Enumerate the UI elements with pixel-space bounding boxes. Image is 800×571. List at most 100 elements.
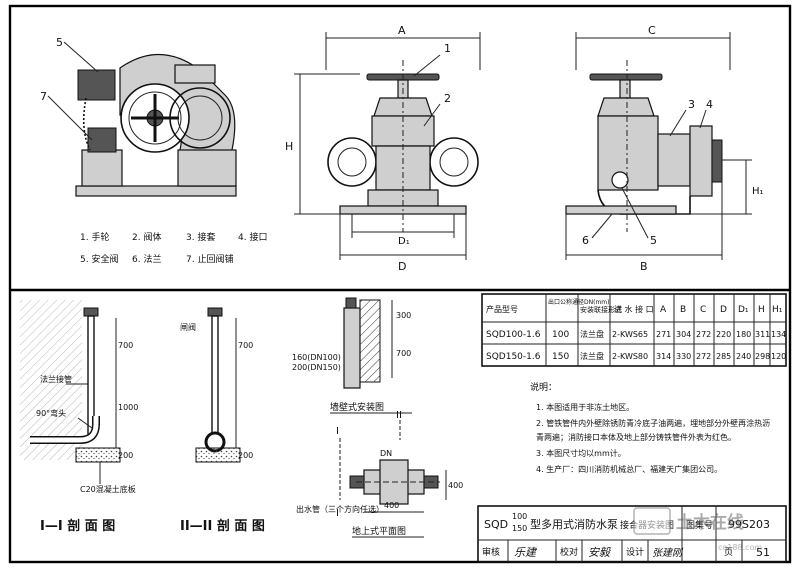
r2-install: 法兰盘	[580, 351, 604, 361]
watermark-url: co188.com	[718, 543, 762, 552]
r2-dn: 150	[552, 352, 569, 362]
title-prefix: SQD	[484, 518, 508, 531]
section-1-1: 700 1000 200 法兰接管 90°弯头 C20混凝土底板 I—I 剖 面…	[20, 300, 138, 534]
watermark: 土木在线 co188.com	[633, 507, 762, 552]
concrete-label: C20混凝土底板	[80, 484, 136, 494]
dim-400-b: 400	[384, 501, 399, 510]
dim-A: A	[398, 24, 406, 37]
th-model: 产品型号	[486, 304, 518, 314]
design-label: 设计	[626, 546, 644, 558]
r1-model: SQD100-1.6	[486, 330, 541, 340]
callout-5-left: 5	[56, 36, 63, 49]
legend-item-2: 2. 阀体	[132, 231, 161, 243]
note-2b: 青两遍；消防接口本体及地上部分铸铁管件外表为红色。	[536, 432, 736, 442]
callout-4: 4	[706, 98, 713, 111]
dim-1000: 1000	[118, 403, 138, 412]
review-label: 审核	[482, 546, 500, 558]
perspective-view	[75, 53, 237, 197]
r1-inlet: 2-KWS65	[612, 330, 648, 339]
th-H: H	[758, 305, 765, 315]
plan-view: I II I DN 400 400 出水管（三个方向任选） 地上式平面图	[296, 410, 463, 538]
r1-dn: 100	[552, 330, 569, 340]
note-4: 4. 生产厂：四川消防机械总厂、福建天广集团公司。	[536, 464, 722, 474]
dim-700-c: 700	[396, 349, 411, 358]
section-2-2: 700 200 闸阀 II—II 剖 面 图	[180, 307, 265, 534]
notes-title: 说明：	[530, 381, 557, 393]
front-view: A H D₁ D 1 2	[285, 24, 481, 273]
dim-C: C	[648, 24, 656, 37]
note-3: 3. 本图尺寸均以mm计。	[536, 448, 626, 458]
callout-3: 3	[688, 98, 695, 111]
elbow-label: 90°弯头	[36, 408, 66, 418]
callout-1: 1	[444, 42, 451, 55]
legend-item-6: 6. 法兰	[132, 253, 161, 265]
th-B: B	[680, 305, 686, 315]
r1-B: 304	[676, 330, 691, 339]
valve-label: 闸阀	[180, 323, 196, 332]
dn150-label: 200(DN150)	[292, 363, 341, 372]
note-2: 2. 管铁管件内外壁除锈防青冷底子油两遍，埋地部分外壁再涂热沥	[536, 418, 770, 428]
legend-item-1: 1. 手轮	[80, 231, 109, 243]
r1-H1: 134	[771, 330, 786, 339]
r2-C: 272	[696, 352, 711, 361]
th-dn: 出口公称通径DN(mm)	[548, 298, 609, 306]
legend-item-4: 4. 接口	[238, 231, 267, 243]
atlas-label: 图集号	[686, 519, 713, 531]
perspective-callouts: 5 7	[40, 36, 99, 141]
r2-H: 298	[755, 352, 770, 361]
dim-H: H	[285, 140, 293, 153]
r2-model: SQD150-1.6	[486, 352, 541, 362]
title-frac-bottom: 150	[512, 524, 527, 533]
plan-view-title: 地上式平面图	[352, 525, 406, 537]
title-frac-top: 100	[512, 512, 527, 521]
sheet-border	[8, 4, 792, 564]
check-signature: 安毅	[588, 546, 611, 559]
dn-label: DN	[380, 449, 392, 458]
watermark-brand: 土木在线	[676, 512, 744, 533]
section-2-title: II—II 剖 面 图	[180, 518, 265, 534]
r2-H1: 120	[771, 352, 786, 361]
r1-install: 法兰盘	[580, 329, 604, 339]
r1-A: 271	[656, 330, 671, 339]
dim-700-b: 700	[238, 341, 253, 350]
title-block: SQD 100 150 型多用式消防水泵 接合器安装图 图集号 99S203 审…	[477, 505, 787, 563]
dim-D: D	[398, 260, 406, 273]
section-1-title: I—I 剖 面 图	[40, 518, 115, 534]
wall-mount-view: 300 700 160(DN100) 200(DN150) 墙壁式安装图	[292, 297, 412, 414]
notes: 说明： 1. 本图适用于非冻土地区。 2. 管铁管件内外壁除锈防青冷底子油两遍，…	[530, 381, 770, 474]
side-view: C H₁ B 3 4 6 5	[565, 24, 764, 273]
r1-D: 220	[716, 330, 731, 339]
atlas-value: 99S203	[728, 518, 770, 531]
th-inlet: 进 水 接 口	[614, 304, 654, 314]
page-label: 页	[724, 547, 733, 558]
r1-D1: 180	[736, 330, 751, 339]
dim-B: B	[640, 260, 648, 273]
plan-roman-I-top: I	[336, 426, 339, 437]
legend-item-5: 5. 安全阀	[80, 253, 118, 265]
title-main: 型多用式消防水泵	[530, 517, 618, 531]
th-C: C	[700, 305, 706, 315]
dim-H1: H₁	[752, 186, 764, 197]
plan-roman-I-bottom: I	[336, 508, 339, 519]
legend-item-3: 3. 接套	[186, 231, 215, 243]
outlet-label: 出水管（三个方向任选）	[296, 504, 384, 514]
callout-5-right: 5	[650, 234, 657, 247]
callout-7: 7	[40, 90, 47, 103]
r1-H: 311	[755, 330, 770, 339]
plan-roman-II-top: II	[396, 410, 402, 421]
spec-table: 产品型号 出口公称通径DN(mm) 安装联接形式 进 水 接 口 A B C D…	[481, 293, 787, 367]
dim-700-a: 700	[118, 341, 133, 350]
r2-B: 330	[676, 352, 691, 361]
legend-item-7: 7. 止回阀铺	[186, 253, 233, 265]
check-label: 校对	[560, 546, 578, 558]
parts-legend: 1. 手轮 2. 阀体 3. 接套 4. 接口 5. 安全阀 6. 法兰 7. …	[80, 231, 267, 265]
r2-D: 285	[716, 352, 731, 361]
page-value: 51	[756, 546, 770, 559]
th-H1: H₁	[772, 305, 783, 315]
callout-2: 2	[444, 92, 451, 105]
r2-A: 314	[656, 352, 671, 361]
dim-D1: D₁	[398, 236, 410, 247]
review-signature: 乐建	[514, 546, 538, 559]
